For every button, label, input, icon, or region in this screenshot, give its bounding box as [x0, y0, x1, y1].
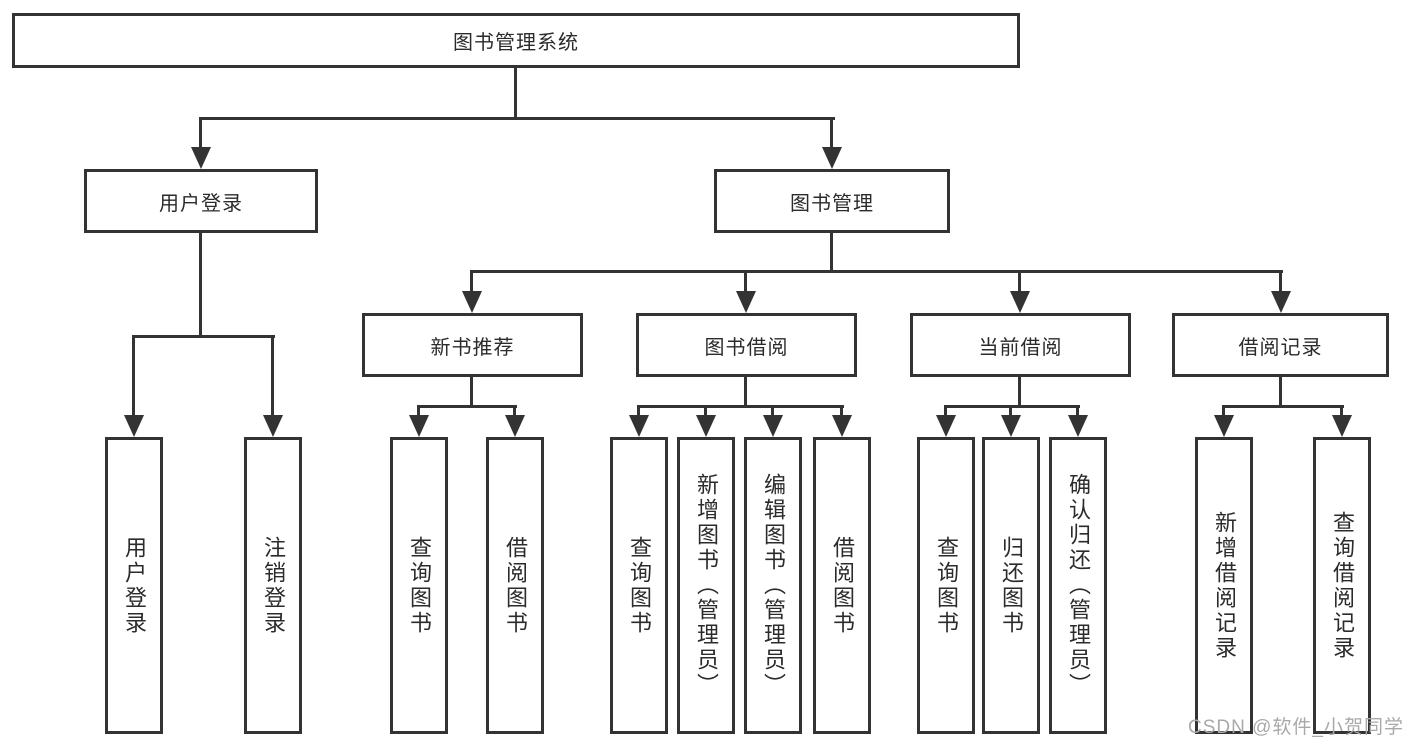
leaf-query-book-current-label: 查询图书 — [934, 535, 959, 636]
connector-line — [771, 405, 774, 417]
leaf-confirm-return: 确认归还（管理员） — [1049, 437, 1107, 734]
leaf-confirm-return-label: 确认归还（管理员） — [1066, 473, 1091, 698]
node-borrow-record-label: 借阅记录 — [1238, 336, 1323, 359]
connector-line — [830, 117, 833, 149]
node-user-login: 用户登录 — [84, 169, 318, 233]
leaf-logout: 注销登录 — [244, 437, 302, 734]
connector-line — [1222, 405, 1225, 417]
leaf-borrow-book-borrow: 借阅图书 — [813, 437, 871, 734]
arrow-down-icon — [1332, 415, 1352, 437]
arrow-down-icon — [763, 415, 783, 437]
arrow-down-icon — [696, 415, 716, 437]
arrow-down-icon — [124, 415, 144, 437]
leaf-edit-book: 编辑图书（管理员） — [744, 437, 802, 734]
arrow-down-icon — [629, 415, 649, 437]
arrow-down-icon — [263, 415, 283, 437]
connector-line — [704, 405, 707, 417]
connector-line — [744, 270, 747, 294]
node-new-book-rec: 新书推荐 — [362, 313, 583, 377]
arrow-down-icon — [822, 147, 842, 169]
connector-line — [830, 233, 833, 273]
leaf-query-book-current: 查询图书 — [917, 437, 975, 734]
connector-line — [470, 270, 1283, 273]
connector-line — [1018, 377, 1021, 407]
leaf-query-book-borrow: 查询图书 — [610, 437, 668, 734]
connector-line — [514, 68, 517, 119]
node-current-borrow: 当前借阅 — [910, 313, 1131, 377]
leaf-add-book: 新增图书（管理员） — [677, 437, 735, 734]
leaf-add-book-label: 新增图书（管理员） — [694, 473, 719, 698]
node-book-borrow-label: 图书借阅 — [704, 336, 789, 359]
arrow-down-icon — [1068, 415, 1088, 437]
node-borrow-record: 借阅记录 — [1172, 313, 1389, 377]
connector-line — [744, 377, 747, 407]
connector-line — [840, 405, 843, 417]
connector-line — [199, 233, 202, 337]
arrow-down-icon — [462, 291, 482, 313]
leaf-query-borrow-record: 查询借阅记录 — [1313, 437, 1371, 734]
connector-line — [132, 335, 275, 338]
connector-line — [132, 335, 135, 419]
node-book-mgmt: 图书管理 — [714, 169, 950, 233]
connector-line — [1018, 270, 1021, 294]
leaf-return-book: 归还图书 — [982, 437, 1040, 734]
arrow-down-icon — [736, 291, 756, 313]
leaf-borrow-book-rec-label: 借阅图书 — [503, 535, 528, 636]
csdn-watermark: CSDN @软件_小贺同学 — [1188, 717, 1404, 738]
leaf-query-book-rec: 查询图书 — [390, 437, 448, 734]
arrow-down-icon — [191, 147, 211, 169]
connector-line — [1222, 405, 1344, 408]
leaf-add-borrow-record: 新增借阅记录 — [1195, 437, 1253, 734]
arrow-down-icon — [832, 415, 852, 437]
connector-line — [637, 405, 640, 417]
node-current-borrow-label: 当前借阅 — [978, 336, 1063, 359]
arrow-down-icon — [1010, 291, 1030, 313]
leaf-query-borrow-record-label: 查询借阅记录 — [1330, 510, 1355, 661]
leaf-user-login: 用户登录 — [105, 437, 163, 734]
node-user-login-label: 用户登录 — [159, 192, 243, 215]
leaf-query-book-borrow-label: 查询图书 — [627, 535, 652, 636]
leaf-user-login-label: 用户登录 — [122, 535, 147, 636]
connector-line — [944, 405, 1080, 408]
leaf-add-borrow-record-label: 新增借阅记录 — [1212, 510, 1237, 661]
connector-line — [1279, 377, 1282, 407]
connector-line — [199, 117, 835, 120]
leaf-borrow-book-rec: 借阅图书 — [486, 437, 544, 734]
leaf-borrow-book-borrow-label: 借阅图书 — [830, 535, 855, 636]
connector-line — [470, 377, 473, 407]
connector-line — [417, 405, 517, 408]
leaf-edit-book-label: 编辑图书（管理员） — [761, 473, 786, 698]
arrow-down-icon — [505, 415, 525, 437]
connector-line — [1009, 405, 1012, 417]
node-book-mgmt-label: 图书管理 — [790, 192, 874, 215]
node-library-system-label: 图书管理系统 — [453, 32, 579, 54]
leaf-query-book-rec-label: 查询图书 — [407, 535, 432, 636]
node-library-system: 图书管理系统 — [12, 13, 1020, 68]
connector-line — [1340, 405, 1343, 417]
arrow-down-icon — [936, 415, 956, 437]
arrow-down-icon — [409, 415, 429, 437]
connector-line — [1279, 270, 1282, 294]
leaf-return-book-label: 归还图书 — [999, 535, 1024, 636]
connector-line — [199, 117, 202, 149]
arrow-down-icon — [1271, 291, 1291, 313]
connector-line — [417, 405, 420, 417]
connector-line — [944, 405, 947, 417]
arrow-down-icon — [1214, 415, 1234, 437]
connector-line — [637, 405, 844, 408]
arrow-down-icon — [1001, 415, 1021, 437]
connector-line — [470, 270, 473, 294]
connector-line — [271, 335, 274, 419]
leaf-logout-label: 注销登录 — [261, 535, 286, 636]
connector-line — [513, 405, 516, 417]
connector-line — [1076, 405, 1079, 417]
node-new-book-rec-label: 新书推荐 — [430, 336, 515, 359]
node-book-borrow: 图书借阅 — [636, 313, 857, 377]
